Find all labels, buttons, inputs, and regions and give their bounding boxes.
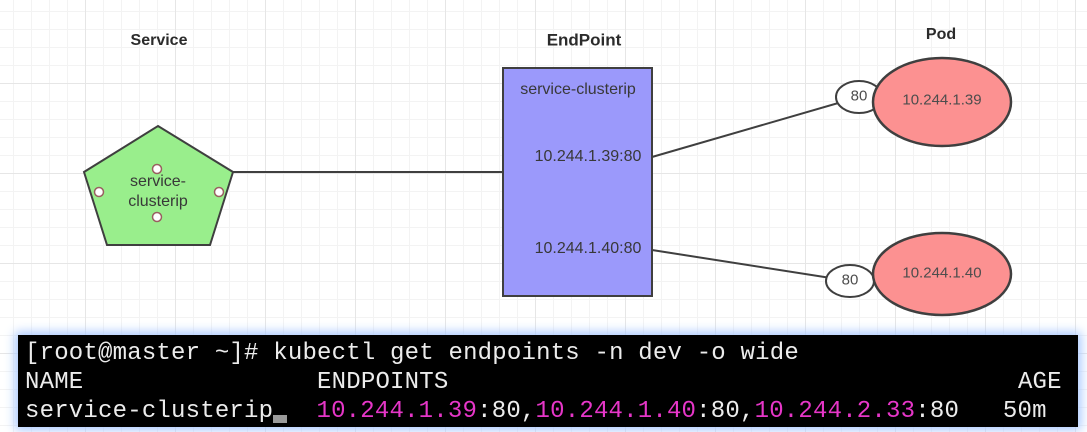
endpoint-section-title: EndPoint	[546, 30, 622, 50]
terminal-window[interactable]: [root@master ~]# kubectl get endpoints -…	[18, 335, 1078, 427]
terminal-result-line: service-clusterip 10.244.1.39:80,10.244.…	[25, 397, 1078, 426]
terminal-header-line: NAME ENDPOINTS AGE	[25, 368, 1078, 397]
pod-section-title: Pod	[925, 26, 957, 43]
endpoint-port3-text: :80	[915, 398, 960, 425]
connection-dot[interactable]	[213, 186, 225, 198]
pod2-port-label: 80	[841, 271, 859, 289]
spacer	[287, 398, 316, 425]
endpoint-address-row2: 10.244.1.40:80	[534, 240, 642, 257]
pod2-ellipse[interactable]	[871, 231, 1013, 317]
endpoint-ip1-text: 10.244.1.39	[316, 398, 478, 425]
endpoint-node-name: service-clusterip	[520, 81, 636, 98]
terminal-prompt-line: [root@master ~]# kubectl get endpoints -…	[25, 339, 1078, 368]
terminal-cursor	[273, 415, 288, 423]
endpoint-name-text: service-clusterip	[25, 398, 274, 425]
connection-dot[interactable]	[151, 211, 163, 223]
endpoint-ip3-text: 10.244.2.33	[754, 398, 916, 425]
terminal-command-text: [root@master ~]# kubectl get endpoints -…	[25, 340, 799, 367]
endpoint-ip2-text: 10.244.1.40	[535, 398, 697, 425]
edge-endpoint-to-pod2[interactable]	[651, 249, 851, 282]
service-node-label: service-clusterip	[128, 173, 188, 210]
pod1-port-label: 80	[850, 87, 868, 105]
pod1-ip-label: 10.244.1.39	[902, 91, 982, 109]
terminal-header-text: NAME ENDPOINTS AGE	[25, 369, 1062, 396]
pod1-ellipse[interactable]	[871, 56, 1013, 148]
endpoint-port1-text: :80,	[477, 398, 536, 425]
diagram-shapes	[82, 56, 1013, 317]
service-pentagon[interactable]	[82, 124, 235, 246]
endpoint-address-row1: 10.244.1.39:80	[534, 148, 642, 165]
spacer	[959, 398, 1003, 425]
pod2-ip-label: 10.244.1.40	[902, 264, 982, 282]
edge-endpoint-to-pod1[interactable]	[651, 96, 860, 158]
age-text: 50m	[1002, 398, 1047, 425]
endpoint-port2-text: :80,	[696, 398, 755, 425]
connection-dot[interactable]	[151, 163, 163, 175]
service-section-title: Service	[130, 32, 188, 49]
connection-dot[interactable]	[93, 186, 105, 198]
endpoint-rect[interactable]	[502, 67, 653, 297]
